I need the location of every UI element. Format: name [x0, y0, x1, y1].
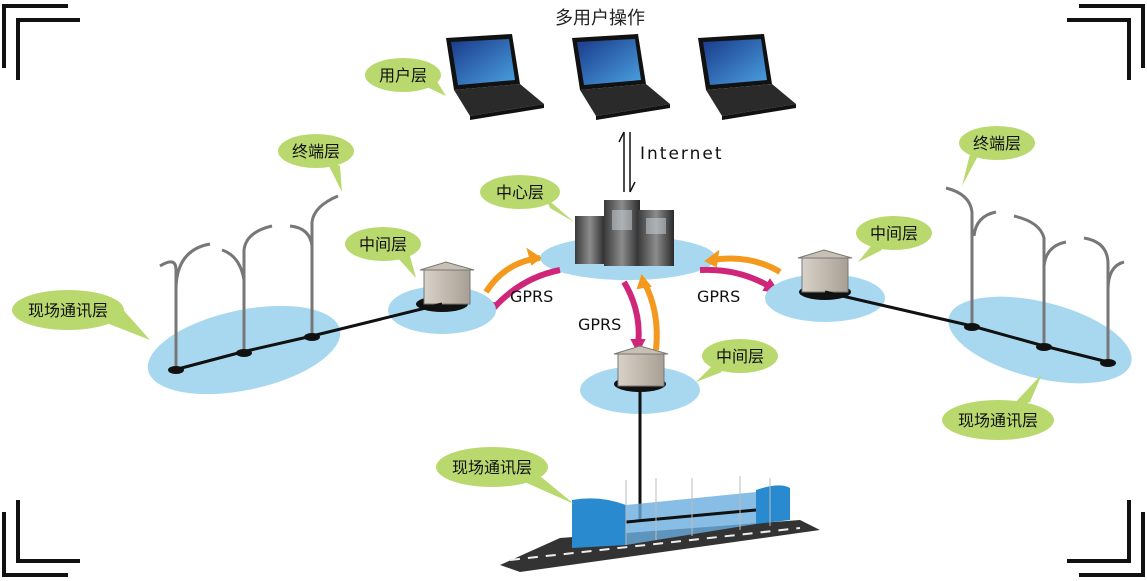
bubble-terminal-left: 终端层: [278, 134, 354, 192]
terminal-left-label: 终端层: [292, 142, 340, 161]
gprs-arrows-bottom: [621, 273, 660, 355]
middle-right-label: 中间层: [870, 224, 918, 243]
corner-brackets: [2, 4, 1145, 577]
bubble-user-layer: 用户层: [365, 58, 446, 96]
cabinet-icon: [419, 261, 475, 305]
field-right-ellipse: [948, 296, 1132, 384]
bubble-center-layer: 中心层: [480, 175, 574, 222]
middle-bottom-label: 中间层: [716, 347, 764, 366]
bubble-middle-bottom: 中间层: [696, 339, 778, 382]
field-left-label: 现场通讯层: [28, 301, 108, 320]
laptop-icon: [572, 34, 670, 120]
center-layer-label: 中心层: [496, 183, 544, 202]
water-channel: [500, 476, 820, 572]
gprs-right-label: GPRS: [697, 287, 740, 306]
bubble-terminal-right: 终端层: [959, 126, 1035, 186]
cabinet-icon: [797, 249, 853, 293]
bubble-field-right: 现场通讯层: [942, 374, 1054, 440]
cabinet-icon: [613, 345, 669, 387]
street-lamps-right: [945, 186, 1125, 362]
internet-arrows: [618, 131, 636, 193]
gprs-left-label: GPRS: [510, 287, 553, 306]
server-icon: [575, 200, 674, 266]
gprs-arrows-right: [699, 249, 782, 294]
middle-left-label: 中间层: [359, 235, 407, 254]
bubble-field-left: 现场通讯层: [12, 290, 150, 340]
bubble-field-bottom: 现场通讯层: [436, 447, 574, 504]
street-lamps-left: [159, 194, 339, 368]
laptop-icon: [446, 34, 544, 120]
field-bottom-label: 现场通讯层: [452, 458, 532, 477]
bubble-middle-right: 中间层: [856, 216, 932, 262]
field-right-label: 现场通讯层: [958, 411, 1038, 430]
laptop-icon: [698, 34, 796, 120]
laptops: [446, 34, 796, 120]
internet-label: Internet: [640, 144, 724, 164]
field-right-wires: [824, 290, 1109, 364]
title-label: 多用户操作: [555, 8, 645, 29]
gprs-bottom-label: GPRS: [578, 315, 621, 334]
terminal-right-label: 终端层: [973, 134, 1021, 153]
field-left-wires: [173, 302, 443, 372]
user-layer-label: 用户层: [379, 66, 427, 85]
bubble-middle-left: 中间层: [345, 227, 421, 278]
